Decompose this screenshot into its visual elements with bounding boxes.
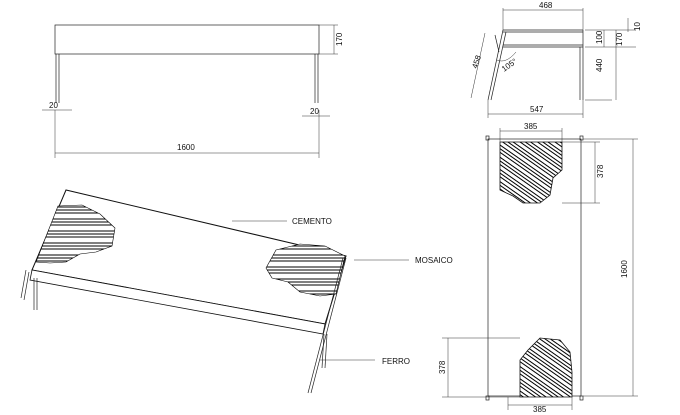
front-leg-right-dim: 20 xyxy=(310,107,319,116)
side-dim-458: 458 xyxy=(470,54,483,70)
callout-mosaico: MOSAICO xyxy=(415,256,453,265)
plan-top-width-dim: 385 xyxy=(524,122,538,131)
front-view: 170 20 20 1600 xyxy=(42,24,344,158)
side-view: 468 100 170 440 10 458 105° 547 xyxy=(470,1,642,118)
side-dim-100: 100 xyxy=(595,30,604,44)
mosaic-panel-bottom xyxy=(519,337,573,398)
leg-back-right-persp xyxy=(307,257,344,394)
plan-view: 385 378 1600 378 385 xyxy=(438,122,638,414)
side-angle-dim: 105° xyxy=(500,57,519,74)
side-dim-440: 440 xyxy=(595,58,604,72)
perspective-view: CEMENTO MOSAICO FERRO xyxy=(20,189,453,394)
side-dim-170: 170 xyxy=(615,32,624,46)
bench-top-front xyxy=(54,24,320,55)
side-dim-10: 10 xyxy=(633,22,642,31)
front-height-dim: 170 xyxy=(335,32,344,46)
plan-top-depth-dim: 378 xyxy=(596,164,605,178)
mosaic-panel-left xyxy=(35,204,116,264)
front-leg-left-dim: 20 xyxy=(49,101,58,110)
plan-bottom-width-dim: 385 xyxy=(533,405,547,414)
mosaic-panel-right xyxy=(265,243,346,297)
front-length-dim: 1600 xyxy=(177,143,195,152)
callout-cemento: CEMENTO xyxy=(292,217,332,226)
plan-bottom-depth-dim: 378 xyxy=(438,360,447,374)
callout-ferro: FERRO xyxy=(382,357,410,366)
plan-total-length-dim: 1600 xyxy=(620,260,629,278)
side-bottom-dim: 547 xyxy=(530,105,544,114)
mosaic-panel-top xyxy=(499,141,563,204)
leg-front-right-persp xyxy=(321,333,325,369)
side-top-dim: 468 xyxy=(539,1,553,10)
